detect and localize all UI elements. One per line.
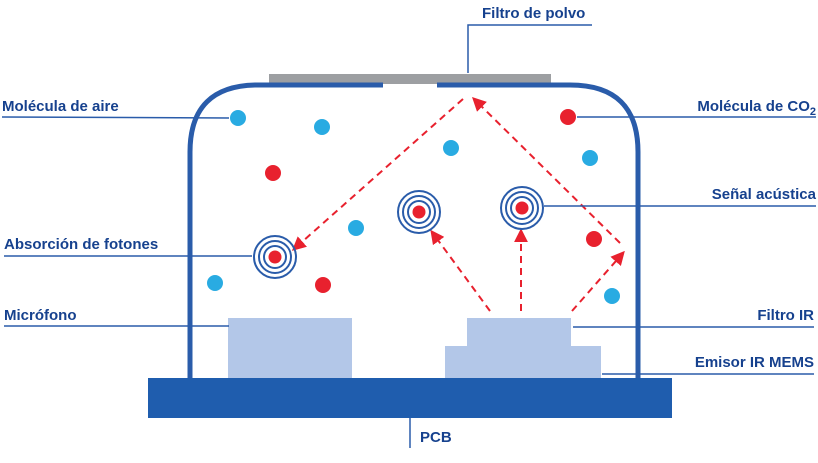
co2-molecule-dot [560,109,576,125]
air-molecule-dot [314,119,330,135]
label-co2-molecule-text: Molécula de CO [697,98,810,115]
air-molecule-dot [348,220,364,236]
label-ir-emitter: Emisor IR MEMS [694,354,814,371]
label-photon-absorption: Absorción de fotones [4,236,159,253]
label-pcb: PCB [420,429,452,446]
ir-filter-block [467,318,571,346]
label-dust-filter: Filtro de polvo [482,5,586,22]
leader-line-dust-filter [467,24,592,73]
ir-ray-arrow [571,250,625,312]
co2-molecule-dot [265,165,281,181]
leader-line-air-molecule [1,116,230,119]
air-molecule-dot [582,150,598,166]
pcb-board [148,378,672,418]
ir-emitter-block [445,346,601,378]
label-co2-subscript: 2 [809,106,816,118]
label-acoustic-signal: Señal acústica [711,186,816,203]
acoustic-signal-rings [500,186,544,230]
ir-ray-arrow [430,229,491,312]
photon-absorption-rings [253,235,297,279]
air-molecule-dot [604,288,620,304]
air-molecule-dot [443,140,459,156]
label-microphone: Micrófono [4,307,77,324]
co2-molecule-dot [315,277,331,293]
air-molecule-dot [230,110,246,126]
label-co2-molecule: Molécula de CO2 [697,98,816,121]
acoustic-signal-rings [397,190,441,234]
co2-molecule-dot [586,231,602,247]
label-air-molecule: Molécula de aire [2,98,119,115]
ir-ray-arrow [291,98,464,251]
microphone-block [228,318,352,378]
chamber-outline [187,82,641,380]
label-ir-filter: Filtro IR [757,307,814,324]
air-molecule-dot [207,275,223,291]
ir-ray-arrow [472,97,621,244]
dust-filter-bar [269,74,551,84]
